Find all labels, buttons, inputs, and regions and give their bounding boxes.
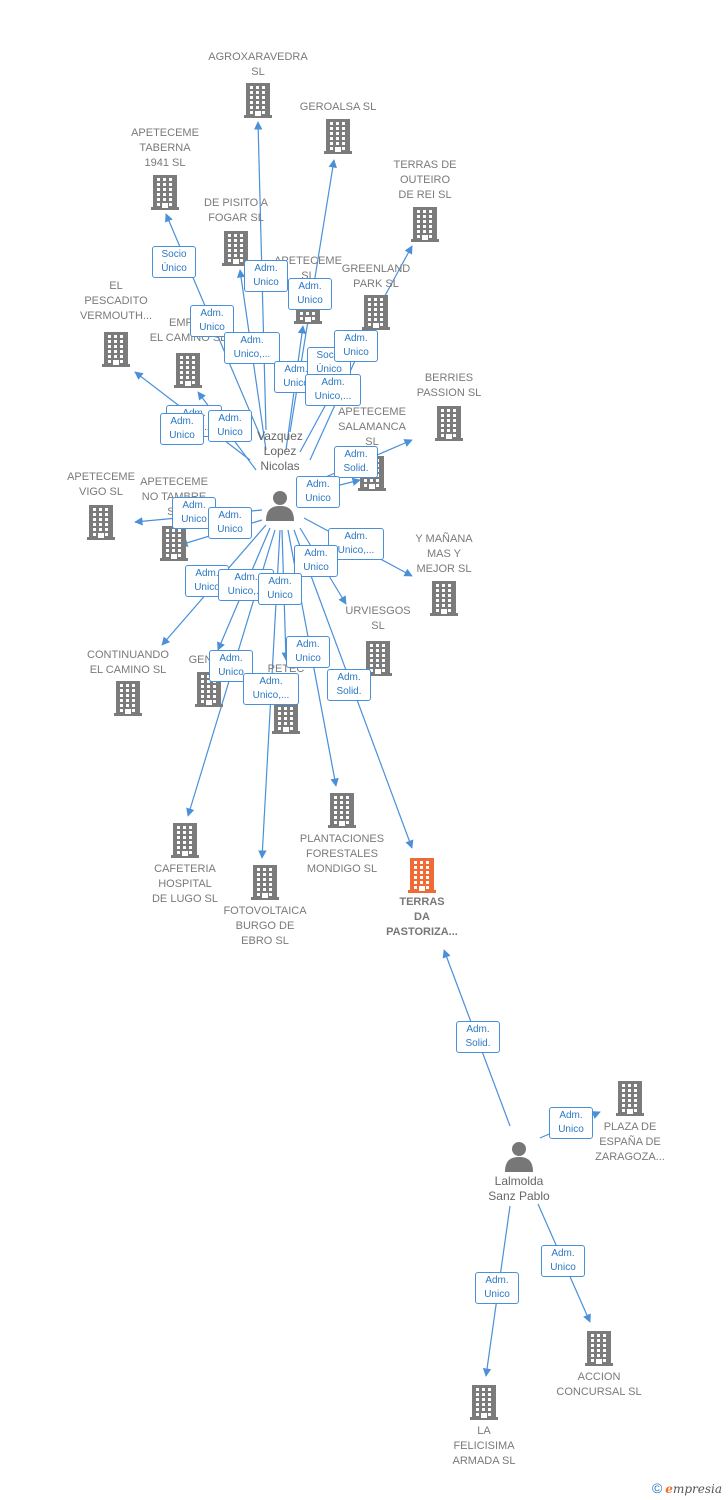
company-name[interactable]: LA FELICISIMA ARMADA SL: [452, 1425, 516, 1467]
building-icon: [114, 681, 142, 716]
building-icon: [244, 83, 272, 118]
role-badge[interactable]: Adm. Unico: [208, 507, 252, 539]
person-icon: [266, 491, 294, 521]
building-icon: [151, 175, 179, 210]
building-icon: [328, 793, 356, 828]
company-name[interactable]: FOTOVOLTAICA BURGO DE EBRO SL: [223, 905, 307, 947]
company-name[interactable]: TERRAS DE OUTEIRO DE REI SL: [393, 159, 457, 201]
role-badge[interactable]: Adm. Unico: [294, 545, 338, 577]
building-icon: [616, 1081, 644, 1116]
role-badge[interactable]: Adm. Unico: [541, 1245, 585, 1277]
company-name[interactable]: DE PISITO A FOGAR SL: [204, 197, 268, 224]
role-badge[interactable]: Adm. Unico: [258, 573, 302, 605]
role-badge[interactable]: Adm. Unico: [549, 1107, 593, 1139]
company-name[interactable]: CONTINUANDO EL CAMINO SL: [87, 649, 169, 676]
company-name[interactable]: EL PESCADITO VERMOUTH...: [79, 280, 153, 322]
copyright-symbol: ©: [651, 1480, 663, 1496]
building-icon: [160, 526, 188, 561]
company-name[interactable]: TERRAS DA PASTORIZA...: [386, 896, 458, 938]
person-name[interactable]: Vazquez Lopez Nicolas: [257, 429, 303, 473]
role-badge[interactable]: Socio Único: [152, 246, 196, 278]
building-icon: [362, 295, 390, 330]
person-icon: [505, 1142, 533, 1172]
building-icon: [222, 231, 250, 266]
building-icon: [430, 581, 458, 616]
building-icon: [470, 1385, 498, 1420]
building-icon: [171, 823, 199, 858]
company-name[interactable]: APETECEME VIGO SL: [67, 471, 135, 498]
company-name[interactable]: GREENLAND PARK SL: [341, 263, 411, 290]
building-icon: [411, 207, 439, 242]
footer-brand: ©empresia: [652, 1480, 722, 1496]
person-name[interactable]: Lalmolda Sanz Pablo: [488, 1174, 550, 1203]
role-badge[interactable]: Adm. Unico,...: [243, 673, 299, 705]
company-name[interactable]: APETECEME SALAMANCA SL: [338, 406, 406, 448]
building-icon: [174, 353, 202, 388]
brand-logo: empresia: [665, 1482, 722, 1496]
role-badge[interactable]: Adm. Unico: [190, 305, 234, 337]
role-badge[interactable]: Adm. Unico: [208, 410, 252, 442]
role-badge[interactable]: Adm. Unico,...: [224, 332, 280, 364]
role-badge[interactable]: Adm. Unico: [244, 260, 288, 292]
company-name[interactable]: AGROXARAVEDRA SL: [208, 51, 308, 78]
company-name[interactable]: PLANTACIONES FORESTALES MONDIGO SL: [299, 833, 385, 875]
role-badge[interactable]: Adm. Unico,...: [305, 374, 361, 406]
company-name[interactable]: GEROALSA SL: [299, 101, 377, 113]
role-badge[interactable]: Adm. Unico: [288, 278, 332, 310]
building-icon: [87, 505, 115, 540]
building-icon: [364, 641, 392, 676]
building-icon: [408, 858, 436, 893]
role-badge[interactable]: Adm. Unico: [286, 636, 330, 668]
role-badge[interactable]: Adm. Unico: [160, 413, 204, 445]
company-name[interactable]: PLAZA DE ESPAÑA DE ZARAGOZA...: [595, 1121, 665, 1163]
role-badge[interactable]: Adm. Solid.: [456, 1021, 500, 1053]
company-name[interactable]: Y MAÑANA MAS Y MEJOR SL: [415, 533, 473, 575]
company-name[interactable]: URVIESGOS SL: [345, 605, 411, 632]
company-name[interactable]: BERRIES PASSION SL: [416, 372, 482, 399]
building-icon: [251, 865, 279, 900]
role-badge[interactable]: Adm. Unico: [334, 330, 378, 362]
role-badge[interactable]: Adm. Solid.: [334, 446, 378, 478]
building-icon: [585, 1331, 613, 1366]
role-badge[interactable]: Adm. Solid.: [327, 669, 371, 701]
building-icon: [435, 406, 463, 441]
building-icon: [102, 332, 130, 367]
company-name[interactable]: ACCION CONCURSAL SL: [556, 1371, 642, 1398]
company-name[interactable]: CAFETERIA HOSPITAL DE LUGO SL: [151, 863, 219, 905]
company-name[interactable]: APETECEME TABERNA 1941 SL: [131, 127, 199, 169]
role-badge[interactable]: Adm. Unico: [475, 1272, 519, 1304]
role-badge[interactable]: Adm. Unico: [296, 476, 340, 508]
building-icon: [324, 119, 352, 154]
